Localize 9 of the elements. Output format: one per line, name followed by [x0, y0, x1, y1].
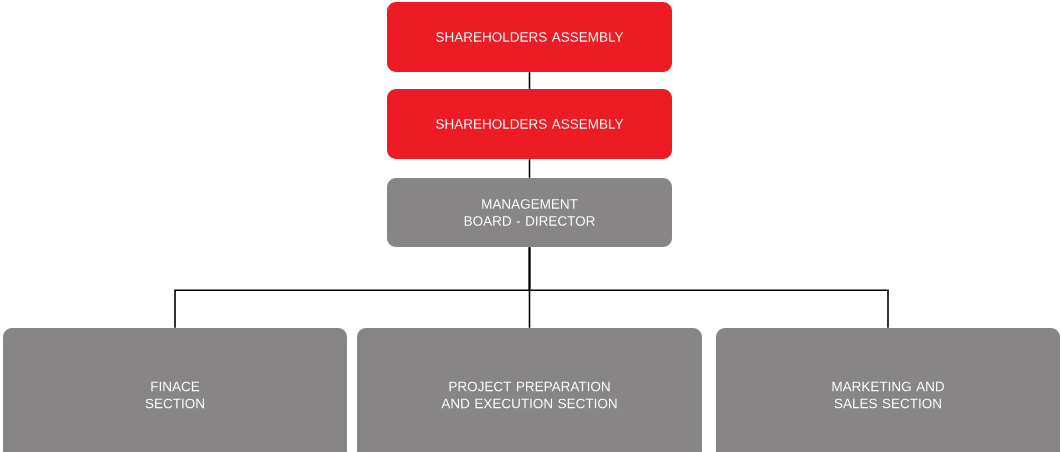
connector-line: [528, 246, 889, 329]
connector-line: [528, 158, 531, 179]
section-box: PROJECT PREPARATION AND EXECUTION SECTION: [357, 328, 702, 452]
section-box: MARKETING AND SALES SECTION: [716, 328, 1060, 452]
connector-line: [528, 71, 531, 90]
section-box: FINACE SECTION: [3, 328, 347, 452]
board-box: MANAGEMENT BOARD - DIRECTOR: [387, 178, 672, 247]
assembly-box: SHAREHOLDERS ASSEMBLY: [387, 2, 672, 72]
assembly-box: SHAREHOLDERS ASSEMBLY: [387, 89, 672, 159]
